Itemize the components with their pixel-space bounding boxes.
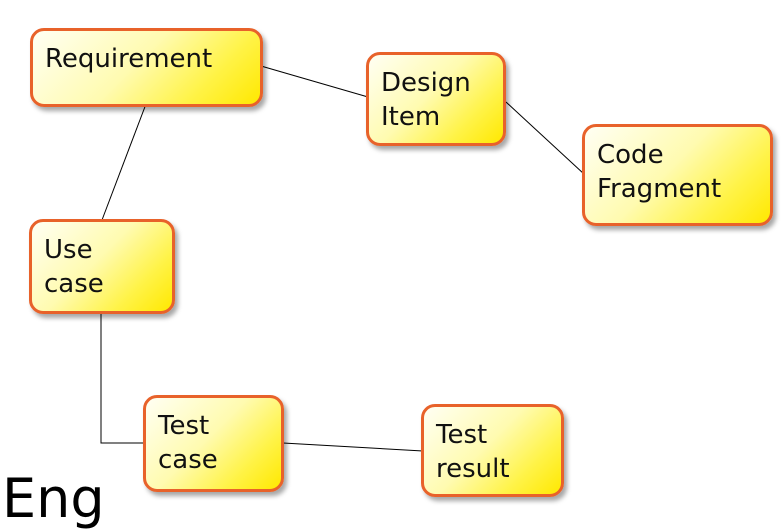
requirement-node: Requirement <box>30 28 263 107</box>
code-fragment-label-line1: Code <box>597 140 664 170</box>
edge-requirement-use-case <box>101 103 147 221</box>
use-case-label-line2: case <box>44 269 104 299</box>
test-result-node: Test result <box>421 404 564 497</box>
test-case-label-line1: Test <box>158 411 210 441</box>
edge-test-case-test-result <box>282 442 424 452</box>
edge-requirement-design-item <box>260 65 369 98</box>
design-item-label-line2: Item <box>381 102 441 132</box>
test-case-label-line2: case <box>158 445 218 475</box>
test-case-node: Test case <box>143 395 284 492</box>
use-case-label-line1: Use <box>44 235 93 265</box>
code-fragment-node: Code Fragment <box>582 124 773 226</box>
test-result-label-line2: result <box>436 454 510 484</box>
requirement-label: Requirement <box>45 44 213 74</box>
edge-design-item-code-fragment <box>505 101 585 175</box>
test-result-label-line1: Test <box>436 420 488 450</box>
connectors <box>100 65 585 452</box>
edge-use-case-test-case <box>100 312 145 444</box>
design-item-label-line1: Design <box>381 68 471 98</box>
code-fragment-label-line2: Fragment <box>597 174 722 204</box>
slide-heading-fragment: Eng <box>2 467 105 530</box>
design-item-node: Design Item <box>366 52 506 146</box>
use-case-node: Use case <box>29 219 175 314</box>
traceability-diagram: Requirement Design Item Code Fragment Us… <box>2 28 773 529</box>
